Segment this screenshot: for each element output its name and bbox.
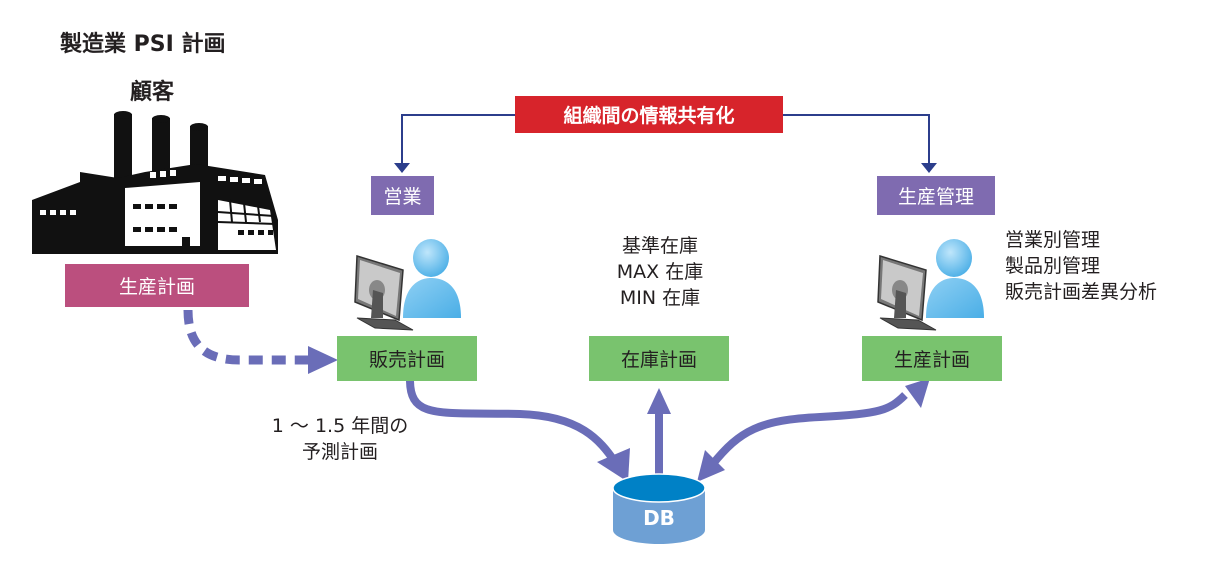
inventory-notes: 基準在庫 MAX 在庫 MIN 在庫 <box>590 233 730 311</box>
database-icon <box>612 473 706 544</box>
inventory-note: MAX 在庫 <box>616 261 704 283</box>
database-label: DB <box>643 506 675 530</box>
info-sharing-connector <box>401 114 930 165</box>
sales-plan-box: 販売計画 <box>337 336 477 381</box>
sales-department-box: 営業 <box>371 176 434 215</box>
arrow-to-production-control-icon <box>921 163 937 173</box>
inventory-note: 基準在庫 <box>621 235 698 257</box>
dashed-arrow-customer-to-sales <box>183 309 312 365</box>
production-control-department-box: 生産管理 <box>877 176 995 215</box>
arrow-to-sales-icon <box>394 163 410 173</box>
arrow-sales-to-db <box>406 379 619 465</box>
production-notes: 営業別管理 製品別管理 販売計画差異分析 <box>1005 227 1157 305</box>
arrow-db-production-head-left-icon <box>697 450 725 482</box>
production-note: 営業別管理 <box>1005 229 1101 251</box>
production-note: 製品別管理 <box>1005 255 1101 277</box>
inventory-note: MIN 在庫 <box>619 287 701 309</box>
inventory-plan-box: 在庫計画 <box>589 336 729 381</box>
production-plan-box: 生産計画 <box>862 336 1002 381</box>
forecast-note: 1 ～ 1.5 年間の 予測計画 <box>250 413 430 465</box>
customer-production-plan-box: 生産計画 <box>65 264 249 307</box>
arrow-sales-to-db-head-icon <box>597 448 630 482</box>
arrow-db-production-head-right-icon <box>905 378 930 408</box>
production-note: 販売計画差異分析 <box>1005 281 1158 303</box>
info-sharing-banner: 組織間の情報共有化 <box>515 96 783 133</box>
forecast-note-line: 予測計画 <box>301 441 378 463</box>
forecast-note-line: 1 ～ 1.5 年間の <box>271 415 409 437</box>
arrow-db-production <box>708 392 908 468</box>
factory-icon <box>32 111 278 254</box>
dashed-arrow-head-icon <box>308 346 338 374</box>
arrow-db-to-inventory-head-icon <box>647 388 671 414</box>
page-title: 製造業 PSI 計画 <box>60 32 226 57</box>
customer-label: 顧客 <box>130 80 175 105</box>
user-at-computer-icon <box>354 239 461 331</box>
user-at-computer-icon <box>877 239 984 331</box>
